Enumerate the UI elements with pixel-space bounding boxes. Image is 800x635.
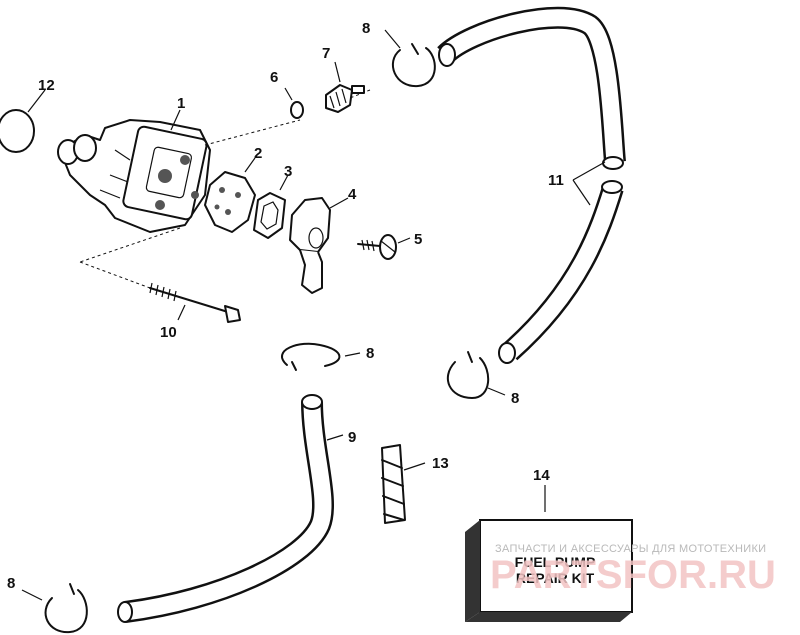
callout-14: 14 (533, 467, 550, 484)
callout-2: 2 (254, 145, 262, 162)
part-9-lower-hose (117, 394, 344, 623)
callout-9: 9 (348, 429, 356, 446)
part-11-fuel-hose (437, 6, 626, 364)
callout-8-middle: 8 (366, 345, 374, 362)
part-8-clamp-bottom (21, 583, 88, 634)
watermark-tagline: ЗАПЧАСТИ И АКСЕССУАРЫ ДЛЯ МОТОТЕХНИКИ (495, 543, 766, 555)
part-8-clamp-middle (281, 342, 361, 371)
part-5-screw (357, 234, 411, 260)
part-7-fitting (325, 61, 365, 113)
kit-label-line1: FUEL PUMP (515, 554, 596, 570)
callout-4: 4 (348, 186, 357, 203)
part-3-gasket (253, 174, 289, 239)
callout-7: 7 (322, 45, 330, 62)
watermark-logo-text: PARTSFOR.RU (490, 553, 776, 597)
callout-8-right: 8 (511, 390, 519, 407)
callout-3: 3 (284, 163, 292, 180)
part-6-small-o-ring (284, 87, 304, 119)
callout-numbers: 12 1 2 3 4 5 6 7 8 8 8 8 9 10 11 13 14 (7, 20, 564, 592)
kit-label-line2: REPAIR KIT (516, 570, 595, 586)
callout-1: 1 (177, 95, 185, 112)
part-10-bolt (149, 282, 241, 323)
part-12-o-ring (0, 89, 46, 153)
part-8-clamp-right (446, 351, 506, 399)
alignment-lines (79, 89, 371, 289)
callout-11: 11 (548, 172, 564, 189)
part-4-cover-elbow (289, 197, 349, 294)
part-8-clamp-top (384, 29, 436, 88)
callout-10: 10 (160, 324, 177, 341)
callout-6: 6 (270, 69, 278, 86)
watermark: ЗАПЧАСТИ И АКСЕССУАРЫ ДЛЯ МОТОТЕХНИКИ PA… (490, 543, 776, 597)
part-2-diaphragm (204, 157, 256, 233)
callout-5: 5 (414, 231, 422, 248)
callout-8-bottom: 8 (7, 575, 15, 592)
callout-8-top: 8 (362, 20, 370, 37)
callout-12: 12 (38, 77, 55, 94)
part-13-filter (381, 444, 426, 524)
part-1-fuel-pump (57, 109, 211, 233)
callout-13: 13 (432, 455, 449, 472)
part-14-repair-kit: FUEL PUMP REPAIR KIT (465, 485, 633, 622)
